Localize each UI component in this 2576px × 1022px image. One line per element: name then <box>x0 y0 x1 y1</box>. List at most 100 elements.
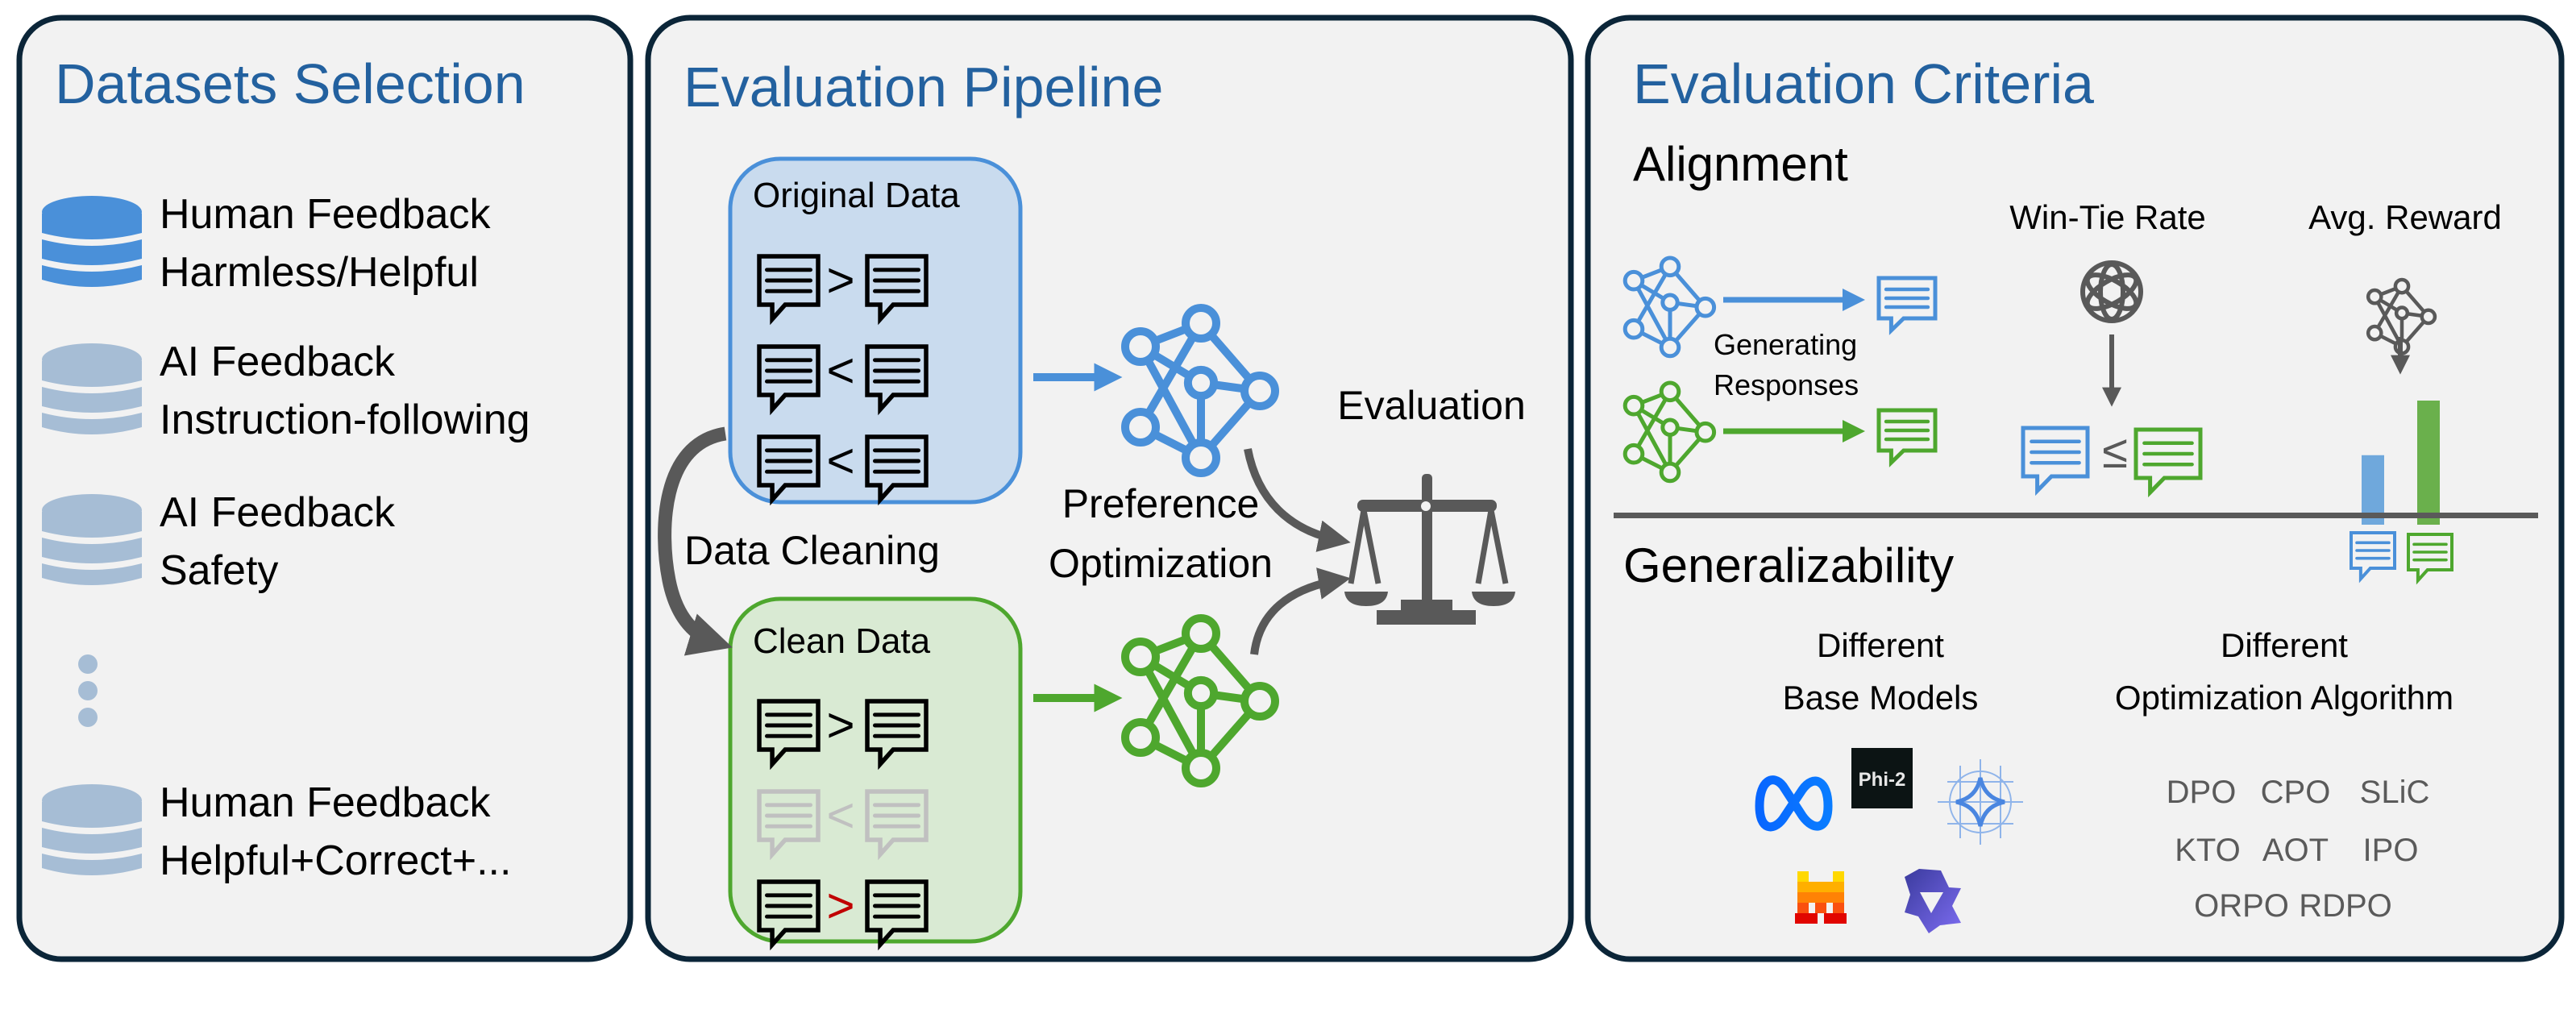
less-equal-symbol: ≤ <box>2102 426 2128 478</box>
original-pairs: > < < <box>757 253 929 506</box>
avg-reward-label: Avg. Reward <box>2308 198 2502 236</box>
dataset-subtitle: Safety <box>160 547 278 594</box>
criteria-panel: Evaluation Criteria Alignment Generating… <box>1585 15 2565 962</box>
preference-pair: < <box>757 788 929 861</box>
original-data-title: Original Data <box>753 176 960 215</box>
chat-bubble-icon <box>2134 427 2203 498</box>
alignment-heading: Alignment <box>1633 137 1848 191</box>
chat-bubble-icon <box>865 254 929 326</box>
chat-bubble-icon <box>1876 408 1938 467</box>
algorithm-label: KTO <box>2175 833 2241 868</box>
comparison-operator: > <box>826 253 854 307</box>
comparison-operator: < <box>826 788 854 842</box>
chat-bubble-icon <box>1876 276 1938 335</box>
chat-bubble-icon <box>865 434 929 506</box>
pipeline-panel: Evaluation Pipeline Original Data > < < Cl… <box>645 15 1574 962</box>
neural-network-icon <box>1121 304 1279 477</box>
algorithm-label: RDPO <box>2299 888 2392 924</box>
meta-logo-icon <box>1755 775 1833 832</box>
dataset-name: AI Feedback <box>160 489 396 536</box>
evaluation-label: Evaluation <box>1337 383 1526 428</box>
reward-chat-icons <box>2350 531 2453 585</box>
neural-network-icon <box>1121 614 1279 787</box>
chat-bubble-icon <box>757 789 821 861</box>
database-icon <box>42 494 142 585</box>
datasets-panel-frame <box>16 15 634 962</box>
dataset-name: AI Feedback <box>160 339 396 385</box>
mistral-logo-icon <box>1795 871 1847 924</box>
neural-network-icon <box>1622 380 1717 484</box>
data-cleaning-arrow <box>658 426 733 656</box>
dataset-subtitle: Harmless/Helpful <box>160 249 479 296</box>
criteria-title: Evaluation Criteria <box>1633 52 2094 115</box>
generating-label: Generating <box>1714 328 1857 361</box>
different-base-label: Different <box>1817 626 1944 664</box>
database-icon <box>42 343 142 434</box>
preference-pair: > <box>757 879 929 951</box>
comparison-operator: < <box>826 343 854 397</box>
chat-bubble-icon <box>865 699 929 771</box>
database-icon <box>42 784 142 875</box>
to-evaluation-arrow-icon <box>1244 448 1351 552</box>
vertical-ellipsis-icon <box>78 654 98 727</box>
chat-bubble-icon <box>865 344 929 416</box>
dataset-subtitle: Instruction-following <box>160 397 530 443</box>
base-models-label: Base Models <box>1783 679 1979 717</box>
win-tie-rate-label: Win-Tie Rate <box>2009 198 2206 236</box>
phi-2-logo-icon: Phi-2 <box>1851 748 1913 808</box>
algorithm-label: AOT <box>2262 833 2329 868</box>
algorithm-label: CPO <box>2261 775 2331 810</box>
responses-label: Responses <box>1714 368 1859 401</box>
chat-bubble-icon <box>865 879 929 951</box>
optimization-algorithm-label: Optimization Algorithm <box>2115 679 2453 717</box>
original-data-box: Original Data > < < <box>728 156 1023 506</box>
openai-logo-icon <box>2080 260 2143 323</box>
chat-bubble-icon <box>757 344 821 416</box>
balance-scale-icon <box>1344 474 1515 625</box>
pipeline-title: Evaluation Pipeline <box>683 56 1163 118</box>
algorithm-label: SLiC <box>2360 775 2430 810</box>
chat-bubble-icon <box>757 434 821 506</box>
chat-bubble-icon <box>2407 533 2453 585</box>
gemma-logo-icon <box>1938 759 2023 845</box>
win-tie-comparison <box>2021 426 2203 498</box>
optimization-label: Optimization <box>1049 541 1273 586</box>
chat-bubble-icon <box>757 699 821 771</box>
clean-data-box: Clean Data > < > <box>728 596 1023 951</box>
generalizability-heading: Generalizability <box>1623 538 1954 592</box>
datasets-title: Datasets Selection <box>55 52 526 115</box>
response-chat-icons <box>1876 276 1938 467</box>
preference-label: Preference <box>1062 481 1260 526</box>
chat-bubble-icon <box>2350 531 2396 584</box>
comparison-operator: < <box>826 434 854 488</box>
preference-pair: > <box>757 253 929 326</box>
database-icon <box>42 196 142 287</box>
chat-bubble-icon <box>757 879 821 951</box>
comparison-operator: > <box>826 698 854 752</box>
qwen-logo-icon <box>1905 869 1961 933</box>
reward-bar-clean <box>2417 401 2440 525</box>
datasets-panel: Datasets Selection Human FeedbackHarmles… <box>16 15 634 962</box>
clean-pairs: > < > <box>757 698 929 951</box>
chat-bubble-icon <box>2021 426 2090 496</box>
algorithm-label: ORPO <box>2194 888 2289 924</box>
neural-network-icon <box>1622 256 1717 359</box>
different-algo-label: Different <box>2221 626 2348 664</box>
dataset-name: Human Feedback <box>160 779 491 826</box>
preference-pair: < <box>757 343 929 416</box>
dataset-subtitle: Helpful+Correct+... <box>160 837 511 884</box>
data-cleaning-label: Data Cleaning <box>684 528 940 573</box>
to-evaluation-arrow-icon <box>1250 567 1351 655</box>
clean-data-title: Clean Data <box>753 621 931 661</box>
preference-pair: > <box>757 698 929 771</box>
dataset-name: Human Feedback <box>160 191 491 238</box>
preference-pair: < <box>757 434 929 506</box>
phi-2-label: Phi-2 <box>1859 769 1906 791</box>
algorithm-label: IPO <box>2363 833 2419 868</box>
section-divider <box>1614 513 2538 518</box>
chat-bubble-icon <box>757 254 821 326</box>
